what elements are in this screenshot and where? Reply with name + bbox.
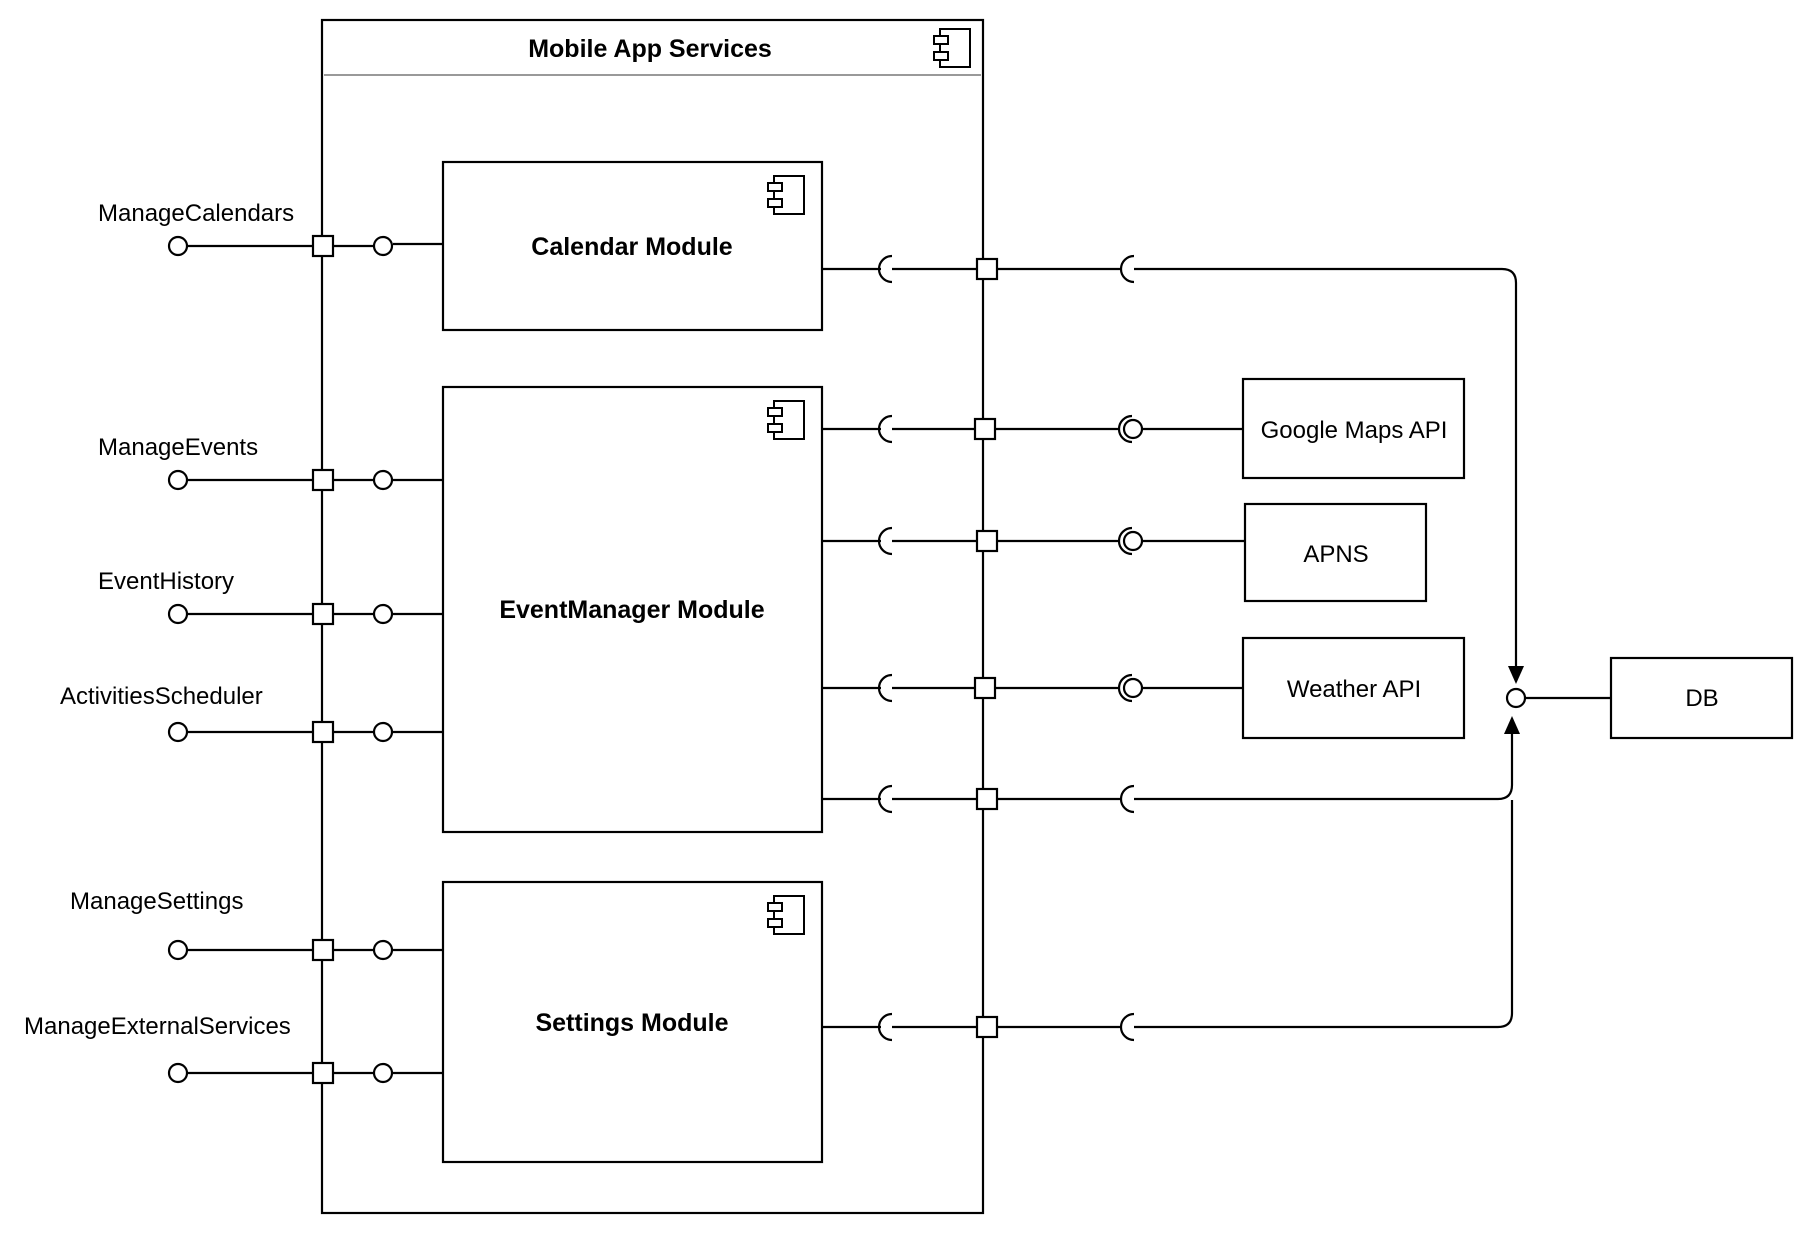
port-icon: [975, 257, 999, 281]
eventmanager-module-box: [441, 385, 824, 834]
connector-line: [1134, 730, 1514, 801]
required-interface-icon: [877, 1012, 893, 1042]
required-interface-icon: [877, 526, 893, 556]
required-interface-icon: [877, 784, 893, 814]
calendar-module: Calendar Module: [441, 160, 824, 332]
port-icon: [975, 787, 999, 811]
port-icon: [311, 938, 335, 962]
port-icon: [973, 676, 997, 700]
interface-label: ActivitiesScheduler: [60, 683, 263, 710]
google-maps-api-box: [1241, 377, 1466, 480]
eventmanager-module-label: EventManager Module: [499, 596, 764, 624]
connector-line: [1134, 267, 1518, 670]
settings-module-box: [441, 880, 824, 1164]
required-interface-icon: [877, 414, 893, 444]
google-maps-api-label: Google Maps API: [1261, 417, 1448, 444]
provided-interface-icon: [372, 1062, 394, 1084]
port-icon: [311, 1061, 335, 1085]
provided-interface-icon: [167, 939, 189, 961]
component-icon: [933, 28, 971, 68]
required-interfaces-right: [822, 254, 1524, 1042]
interface-label: ManageEvents: [98, 434, 258, 461]
interface-activities-scheduler: ActivitiesScheduler: [60, 683, 443, 744]
provided-interface-icon: [167, 469, 189, 491]
apns-box: [1243, 502, 1428, 603]
settings-module: Settings Module: [441, 880, 824, 1164]
provided-interface-icon: [1505, 687, 1527, 709]
required-interface-icon: [1117, 526, 1133, 556]
interface-manage-settings: ManageSettings: [70, 888, 443, 962]
provided-interface-icon: [372, 469, 394, 491]
required-interface-icon: [1117, 673, 1133, 703]
port-icon: [311, 720, 335, 744]
required-interface-icon: [1119, 1012, 1135, 1042]
provided-interface-icon: [1122, 530, 1144, 552]
provided-interface-icon: [1122, 418, 1144, 440]
port-icon: [311, 602, 335, 626]
db-label: DB: [1685, 685, 1718, 712]
port-icon: [975, 529, 999, 553]
interface-label: EventHistory: [98, 568, 234, 595]
weather-api: Weather API: [1241, 636, 1466, 740]
connector-eventmanager-weather: [822, 673, 1243, 703]
port-icon: [311, 234, 335, 258]
provided-interface-icon: [372, 939, 394, 961]
port-icon: [973, 417, 997, 441]
connector-line: [1134, 800, 1514, 1029]
provided-interface-icon: [1122, 677, 1144, 699]
interface-manage-external-services: ManageExternalServices: [24, 1013, 443, 1085]
connector-settings-db: [822, 800, 1514, 1042]
required-interface-icon: [1119, 254, 1135, 284]
calendar-module-box: [441, 160, 824, 332]
google-maps-api: Google Maps API: [1241, 377, 1466, 480]
eventmanager-module: EventManager Module: [441, 385, 824, 834]
required-interface-icon: [877, 673, 893, 703]
arrowhead-icon: [1504, 716, 1520, 734]
arrowhead-icon: [1508, 666, 1524, 684]
db-box: [1609, 656, 1794, 740]
weather-api-label: Weather API: [1287, 676, 1421, 703]
connector-eventmanager-googlemaps: [822, 414, 1243, 444]
connector-eventmanager-apns: [822, 526, 1245, 556]
component-icon: [767, 175, 805, 215]
interface-label: ManageExternalServices: [24, 1013, 291, 1040]
db: DB: [1505, 656, 1794, 740]
interface-manage-calendars: ManageCalendars: [98, 200, 443, 258]
interface-manage-events: ManageEvents: [98, 434, 443, 492]
connector-calendar-db: [822, 254, 1524, 684]
apns: APNS: [1243, 502, 1428, 603]
interface-event-history: EventHistory: [98, 568, 443, 626]
provided-interface-icon: [167, 1062, 189, 1084]
calendar-module-label: Calendar Module: [531, 233, 733, 261]
required-interface-icon: [1119, 784, 1135, 814]
provided-interface-icon: [372, 721, 394, 743]
required-interface-icon: [1117, 414, 1133, 444]
provided-interface-icon: [167, 235, 189, 257]
provided-interface-icon: [372, 603, 394, 625]
component-icon: [767, 400, 805, 440]
apns-label: APNS: [1303, 541, 1368, 568]
provided-interface-icon: [167, 603, 189, 625]
port-icon: [975, 1015, 999, 1039]
provided-interfaces-left: ManageCalendars ManageEvents EventHistor…: [24, 200, 443, 1085]
external-components: Google Maps API APNS Weather API DB: [1241, 377, 1794, 740]
provided-interface-icon: [372, 235, 394, 257]
interface-label: ManageSettings: [70, 888, 243, 915]
interface-label: ManageCalendars: [98, 200, 294, 227]
settings-module-label: Settings Module: [535, 1009, 728, 1037]
required-interface-icon: [877, 254, 893, 284]
provided-interface-icon: [167, 721, 189, 743]
port-icon: [311, 468, 335, 492]
container-title: Mobile App Services: [528, 35, 772, 63]
connector-eventmanager-db: [822, 716, 1520, 814]
weather-api-box: [1241, 636, 1466, 740]
component-icon: [767, 895, 805, 935]
